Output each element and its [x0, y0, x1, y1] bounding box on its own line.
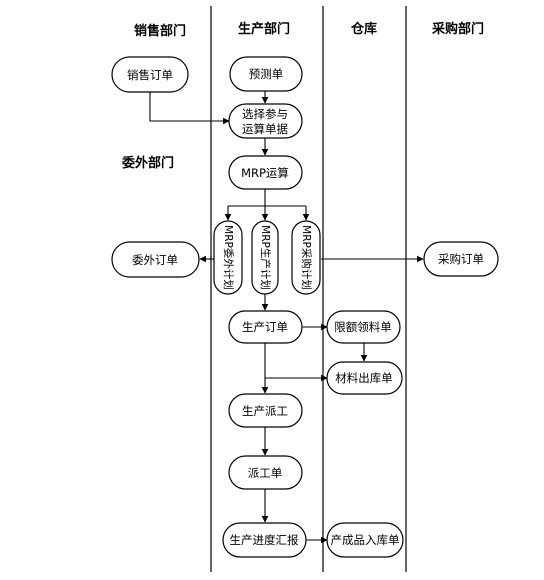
svg-text:生产派工: 生产派工 — [242, 404, 288, 418]
lane-header-warehouse: 仓库 — [350, 21, 377, 37]
node-select-documents: 选择参与 运算单据 — [228, 103, 303, 139]
node-outsource-order: 委外订单 — [111, 241, 200, 278]
node-material-out: 材料出库单 — [326, 361, 403, 395]
node-finished-in: 产成品入库单 — [326, 522, 404, 558]
node-progress-report: 生产进度汇报 — [222, 522, 307, 558]
svg-text:运算单据: 运算单据 — [242, 122, 288, 136]
svg-text:MRP委外计划: MRP委外计划 — [222, 225, 235, 290]
lane-header-sales: 销售部门 — [134, 23, 186, 39]
svg-text:产成品入库单: 产成品入库单 — [331, 533, 400, 547]
lane-header-outsourcing: 委外部门 — [121, 155, 174, 171]
svg-text:选择参与: 选择参与 — [242, 107, 288, 121]
node-production-order: 生产订单 — [228, 310, 303, 344]
svg-text:采购订单: 采购订单 — [438, 252, 484, 266]
svg-text:预测单: 预测单 — [249, 67, 284, 81]
svg-text:销售订单: 销售订单 — [127, 68, 173, 82]
svg-text:MRP运算: MRP运算 — [241, 166, 289, 180]
svg-text:材料出库单: 材料出库单 — [335, 371, 393, 385]
node-mrp-production-plan: MRP生产计划 — [251, 220, 279, 295]
svg-text:MRP生产计划: MRP生产计划 — [259, 225, 272, 290]
svg-text:派工单: 派工单 — [248, 466, 283, 480]
node-mrp-run: MRP运算 — [228, 155, 303, 190]
node-mrp-purchase-plan: MRP采购计划 — [291, 220, 321, 295]
edge-sales-order-to-select — [149, 92, 230, 125]
node-dispatch: 生产派工 — [228, 393, 303, 428]
svg-text:生产订单: 生产订单 — [242, 320, 288, 334]
node-sales-order: 销售订单 — [111, 56, 189, 93]
node-purchase-order: 采购订单 — [423, 241, 499, 277]
node-quota-picking: 限额领料单 — [326, 310, 401, 344]
svg-text:委外订单: 委外订单 — [132, 253, 178, 267]
node-mrp-outsource-plan: MRP委外计划 — [213, 220, 243, 295]
lane-header-production: 生产部门 — [238, 21, 290, 37]
node-forecast: 预测单 — [229, 56, 303, 92]
lane-header-purchasing: 采购部门 — [431, 21, 484, 37]
node-dispatch-order: 派工单 — [228, 455, 303, 490]
svg-text:MRP采购计划: MRP采购计划 — [300, 225, 313, 290]
svg-text:限额领料单: 限额领料单 — [334, 320, 392, 334]
svg-text:生产进度汇报: 生产进度汇报 — [230, 533, 299, 547]
